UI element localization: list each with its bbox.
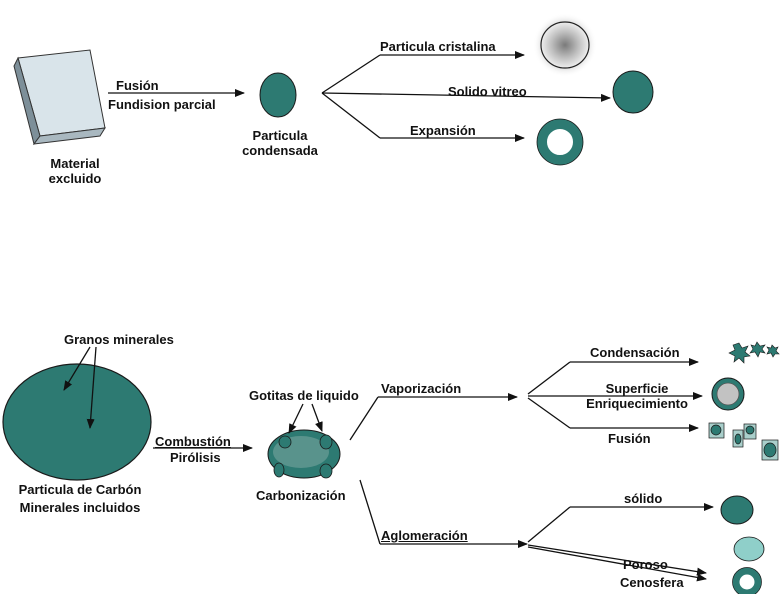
grains-label: Granos minerales xyxy=(64,332,174,347)
coal-particle xyxy=(2,363,152,481)
solid-particle xyxy=(720,495,754,525)
cenosphere-particle xyxy=(732,567,762,594)
expanded-ring-particle xyxy=(537,119,583,165)
expanded-ring-outline xyxy=(536,118,584,166)
fused-particles xyxy=(708,422,779,461)
vaporization-label: Vaporización xyxy=(381,381,462,396)
condensation-label: Condensación xyxy=(590,345,680,360)
arrow-to-cenosphere xyxy=(527,546,707,582)
partial-fusion-label: Fundision parcial xyxy=(108,97,216,112)
condensation-particles xyxy=(728,341,780,364)
solid-label: sólido xyxy=(624,491,663,506)
crystalline-particle xyxy=(540,21,590,69)
droplet xyxy=(319,434,333,450)
droplet-pointer-arrows xyxy=(288,403,323,434)
droplets-label: Gotitas de liquido xyxy=(249,388,359,403)
arrow-to-vitreous xyxy=(321,92,611,102)
expansion-label: Expansión xyxy=(410,123,476,138)
combustion-label: Combustión xyxy=(155,434,231,449)
carbonization-label: Carbonización xyxy=(256,488,346,503)
excluded-material-block xyxy=(13,49,106,146)
fusion-branch-label: Fusión xyxy=(608,431,651,446)
droplet xyxy=(273,462,285,478)
droplet xyxy=(278,435,292,449)
vitreous-label: Solido vitreo xyxy=(448,84,527,99)
vitreous-solid-particle xyxy=(612,70,654,114)
cenosphere-label: Cenosfera xyxy=(620,575,684,590)
fusion-label: Fusión xyxy=(116,78,159,93)
porous-label: Poroso xyxy=(623,557,668,572)
enriched-surface-core xyxy=(716,382,740,406)
top-branch-lines xyxy=(321,51,611,142)
condensed-particle xyxy=(259,72,297,118)
arrow-to-porous xyxy=(527,544,707,576)
char-particle xyxy=(267,429,341,479)
grain-pointer-arrows xyxy=(63,346,97,429)
cenosphere-outline xyxy=(732,567,762,594)
agglomeration-label: Aglomeración xyxy=(381,528,468,543)
porous-particle xyxy=(733,536,765,562)
vaporization-paths xyxy=(349,358,703,441)
agglomeration-paths xyxy=(359,479,714,582)
crystalline-label: Particula cristalina xyxy=(380,39,496,54)
pyrolysis-label: Pirólisis xyxy=(170,450,221,465)
droplet xyxy=(319,463,333,479)
